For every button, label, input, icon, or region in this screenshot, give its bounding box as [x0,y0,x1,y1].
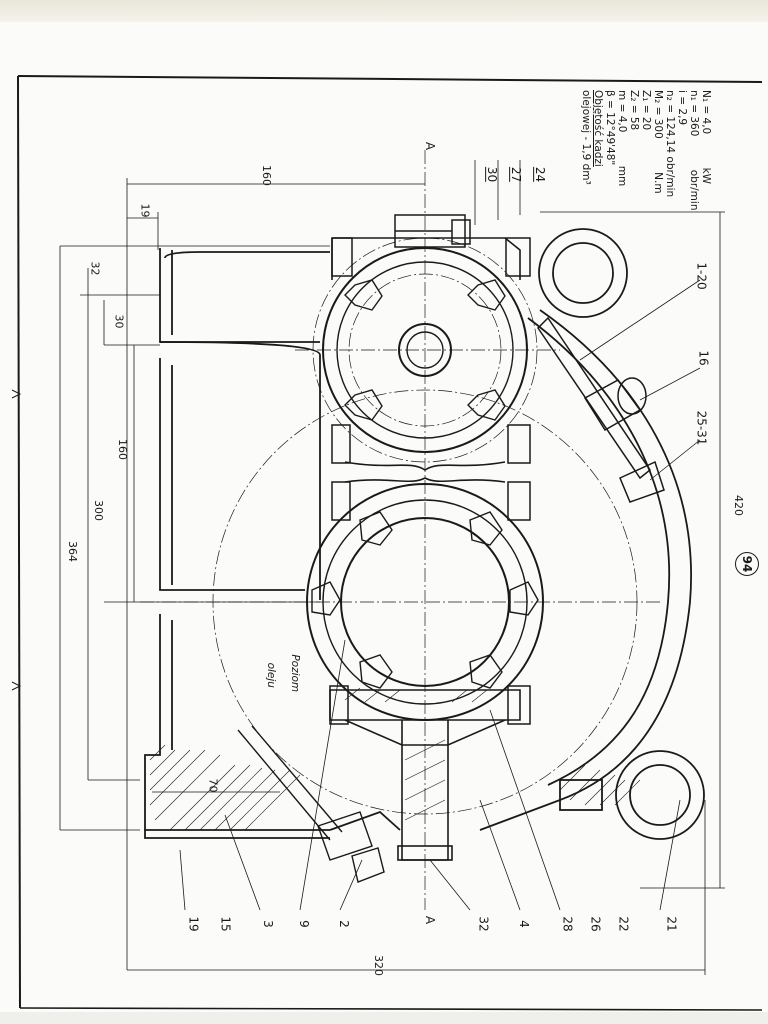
section-mark-bottom: A [423,915,438,925]
tech-row: n₁ = 360 obr/min [688,90,700,211]
bolts [329,214,531,725]
dim-160-top: 160 [260,165,273,186]
frame-top [17,75,763,83]
dim-320: 320 [372,955,385,976]
part-label: 28 [560,916,575,932]
bottom-bearing [306,483,544,721]
part-label: 25-31 [694,410,709,446]
housing-outline [144,248,692,839]
part-label: 4 [516,920,531,928]
scan-bottom-edge [0,1012,768,1024]
part-label: 19 [186,916,201,932]
tech-row: N₁ = 4,0 kW [700,90,712,185]
top-bearing [322,247,528,453]
dim-70: 70 [206,778,220,793]
dim-420: 420 [732,495,745,516]
dimension-lines [59,178,725,975]
tech-row: β = 12°49'48" [604,90,616,166]
oil-dipstick [237,725,385,883]
part-label: 9 [296,920,311,928]
dim-300: 300 [92,500,105,521]
dim-19: 19 [138,203,152,218]
oil-level-label-1: Poziom [289,654,302,693]
tech-row: Objętość kadzi [592,90,604,167]
part-label: 15 [218,916,233,932]
scan-top-edge [0,0,768,22]
tech-row: i = 2,9 [676,90,688,126]
part-label: 24 [533,166,548,183]
dim-30: 30 [112,314,126,329]
oil-level-label-2: oleju [264,662,277,688]
dim-364: 364 [66,541,79,562]
tech-row: Z₁ = 20 [640,90,652,131]
dim-32: 32 [88,261,102,276]
tech-row: m = 4,0 mm [616,90,628,187]
lifting-eyes [538,228,705,840]
part-label: 16 [696,350,711,366]
part-label: 3 [260,920,275,928]
part-label: 2 [336,920,351,928]
frame-left [17,75,21,1009]
centre-lines [140,150,660,910]
section-mark-top: A [423,141,438,151]
output-shaft [344,719,506,861]
tech-row: M₂ = 300 N.m [652,90,664,194]
tech-row: n₂ = 124,14 obr/min [664,90,676,198]
part-label: 22 [616,916,631,932]
technical-data: N₁ = 4,0 kW n₁ = 360 obr/min i = 2,9 n₂ … [580,90,712,210]
tech-row: olejowej - 1,9 dm³ [580,90,592,185]
part-label: 26 [588,916,603,932]
frame-bottom [19,1007,763,1011]
dim-160-left: 160 [116,439,129,460]
part-label: 21 [664,916,679,932]
part-label: 30 [485,166,500,183]
part-label: 27 [509,166,524,183]
part-label: 32 [476,916,491,932]
tech-row: Z₂ = 58 [628,90,640,131]
part-label: 1-20 [694,262,709,290]
leader-lines [179,160,701,911]
section-hatching [149,687,641,831]
page-number: 94 [735,552,759,576]
inspection-cover [537,316,665,503]
